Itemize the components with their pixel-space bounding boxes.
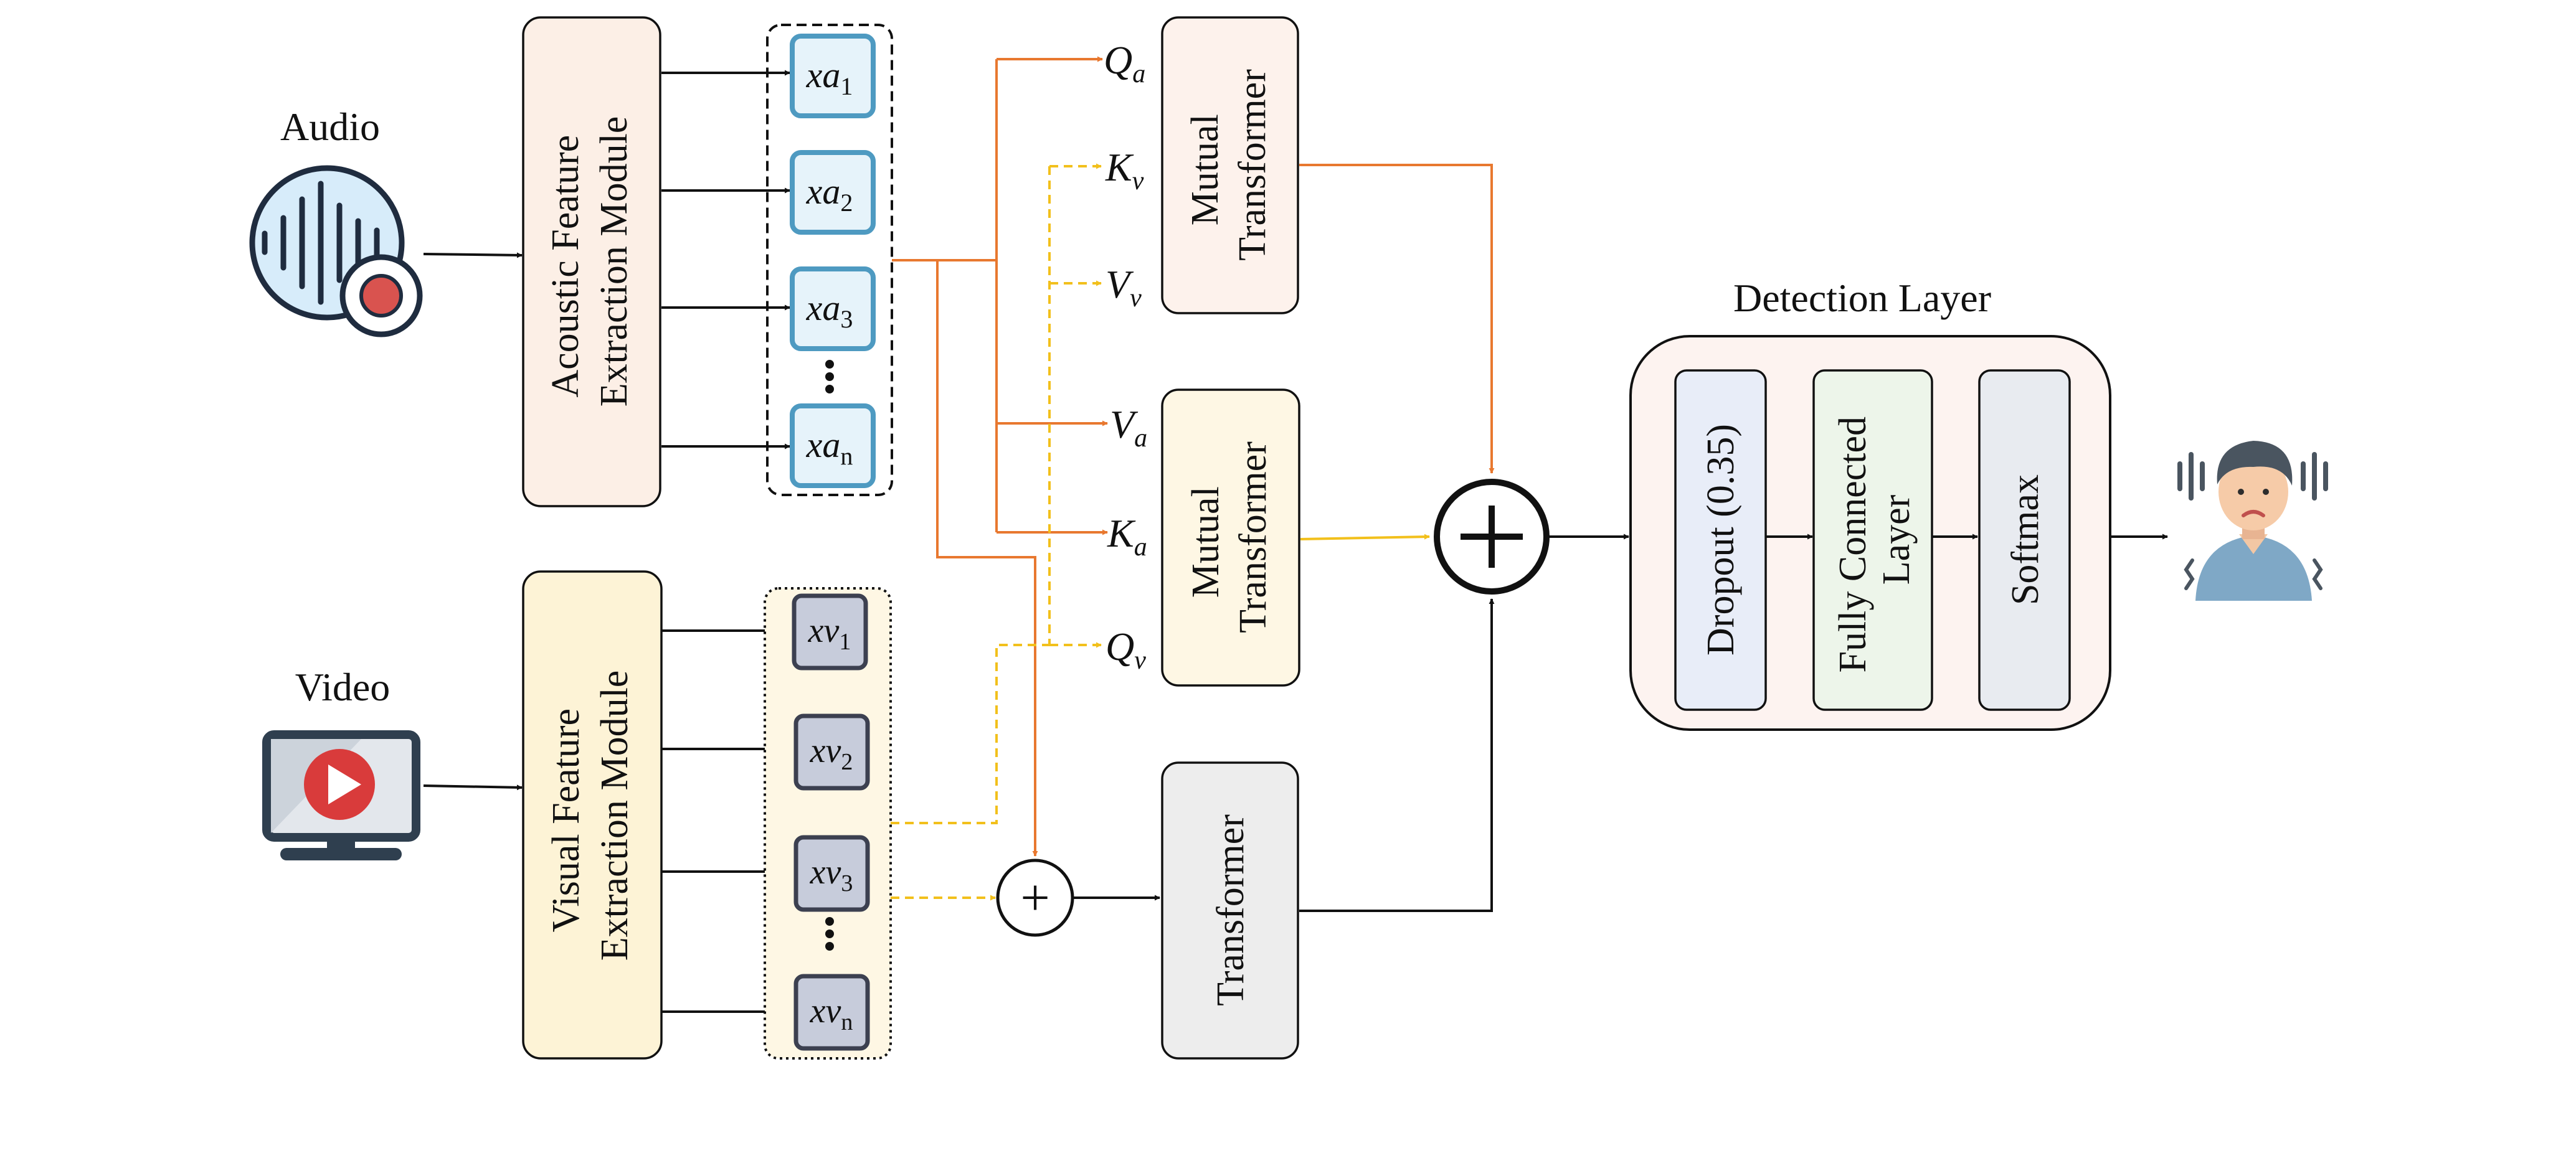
video-play-monitor-icon [262,730,420,860]
svg-text:xan: xan [806,425,853,470]
feature-xa-1: xa1 [790,34,876,118]
mutual-transformer-2: Mutual Transformer [1161,388,1300,687]
video-label: Video [295,665,391,709]
svg-text:+: + [1020,869,1049,927]
visual-feature-extraction-module: Visual Feature Extraction Module [522,570,663,1060]
svg-text:Dropout (0.35): Dropout (0.35) [1700,424,1742,656]
fully-connected-block: Fully Connected Layer [1812,369,1933,711]
svg-text:Fully Connected Layer: Fully Connected Layer [1832,407,1918,672]
qkv-label-qa: Qa [1104,38,1145,88]
qkv-label-ka: Ka [1107,511,1147,562]
feature-xa-n: xan [790,403,876,488]
audio-record-icon [249,165,423,337]
acoustic-feature-extraction-module: Acoustic Feature Extraction Module [522,16,661,507]
qkv-label-vv: Vv [1106,262,1142,313]
video-feature-column: xv1 xv2 xv3 xvn [764,587,892,1060]
softmax-block: Softmax [1978,369,2071,711]
svg-text:xa1: xa1 [806,55,853,100]
svg-text:Transformer: Transformer [1210,814,1252,1006]
feature-xa-3: xa3 [790,266,876,351]
visual-module-line2: Extraction Module [594,671,636,961]
audio-label: Audio [280,105,380,149]
arrow-video-to-visual [423,784,523,791]
audio-routing-lines [892,56,1108,857]
detection-layer: Dropout (0.35) Fully Connected Layer Sof… [1629,335,2111,731]
audio-feature-column: xa1 xa2 xa3 xan [766,24,893,496]
acoustic-module-line1: Acoustic Feature [544,135,587,398]
feature-xv-n: xvn [793,974,870,1051]
svg-text:xa2: xa2 [806,171,853,217]
arrow-mutual1-to-fusion [1299,164,1495,474]
add-operator-small: + [996,859,1074,937]
svg-text:xvn: xvn [810,992,853,1035]
feature-xv-2: xv2 [793,713,870,791]
svg-text:Mutual Transformer: Mutual Transformer [1185,441,1274,633]
depressed-person-icon [2177,441,2328,601]
qkv-label-kv: Kv [1105,145,1144,195]
feature-xv-3: xv3 [793,835,870,912]
arrow-transformer-to-fusion [1299,598,1495,912]
svg-text:xv2: xv2 [810,732,853,775]
svg-text:Softmax: Softmax [2004,474,2047,605]
transformer-block: Transformer [1161,761,1299,1060]
svg-text:Mutual Transformer: Mutual Transformer [1184,69,1274,261]
acoustic-feature-arrows [661,70,790,449]
qkv-label-va: Va [1110,402,1147,453]
add-operator-large [1434,479,1550,595]
svg-text:xv1: xv1 [808,611,851,655]
svg-text:xa3: xa3 [806,288,853,333]
feature-xa-2: xa2 [790,150,876,235]
svg-text:Acoustic Feature Extract: Acoustic Feature Extraction Module [544,116,635,407]
acoustic-module-line2: Extraction Module [593,116,635,407]
visual-module-line1: Visual Feature [545,708,587,933]
qkv-label-qv: Qv [1106,624,1146,675]
ellipsis-dots [825,360,834,393]
arrow-audio-to-acoustic [423,252,523,258]
svg-text:xv3: xv3 [810,853,853,897]
video-routing-lines [891,163,1102,901]
dropout-block: Dropout (0.35) [1674,369,1767,711]
detection-layer-title: Detection Layer [1733,276,1991,320]
svg-text:Visual Feature Extractio: Visual Feature Extraction Module [545,671,636,961]
feature-xv-1: xv1 [792,593,868,671]
ellipsis-dots [825,917,834,951]
mutual-transformer-1: Mutual Transformer [1161,16,1299,314]
arrow-mutual2-to-fusion [1300,534,1430,540]
